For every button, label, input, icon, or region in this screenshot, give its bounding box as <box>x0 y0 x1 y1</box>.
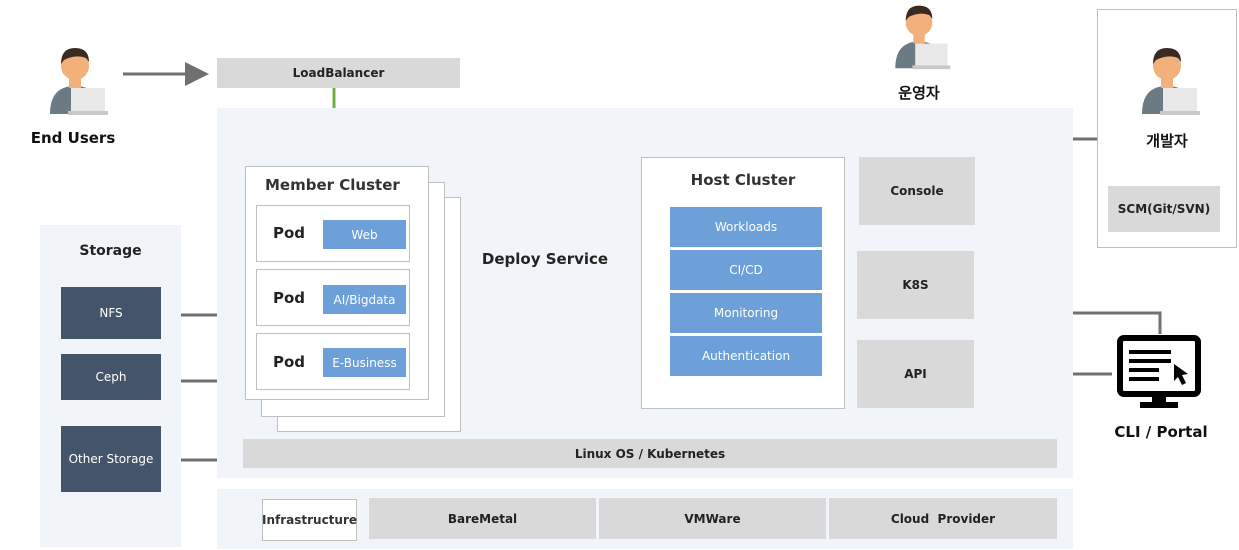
monitor-cursor-icon <box>1116 334 1202 412</box>
api-box: API <box>857 340 974 408</box>
pod-label: Pod <box>272 289 306 307</box>
pod-service-e-business: E-Business <box>323 348 406 377</box>
host-item-workloads: Workloads <box>670 207 822 247</box>
developer-label: 개발자 <box>1146 131 1188 150</box>
storage-ceph: Ceph <box>61 354 161 400</box>
storage-nfs: NFS <box>61 287 161 339</box>
infra-vmware: VMWare <box>599 498 826 539</box>
host-item-cicd: CI/CD <box>670 250 822 290</box>
infra-baremetal: BareMetal <box>369 498 596 539</box>
load-balancer: LoadBalancer <box>217 58 460 88</box>
operator-label: 운영자 <box>898 83 940 102</box>
host-item-authentication: Authentication <box>670 336 822 376</box>
console-box: Console <box>859 157 975 225</box>
member-cluster-title: Member Cluster <box>265 176 400 194</box>
infra-cloud-provider: Cloud Provider <box>829 498 1057 539</box>
cli-portal-label: CLI / Portal <box>1114 423 1208 441</box>
host-cluster-title: Host Cluster <box>690 171 796 189</box>
end-user-icon <box>42 42 108 118</box>
infrastructure-title: Infrastructure <box>262 499 357 541</box>
pod-label: Pod <box>272 353 306 371</box>
pod-service-ai-bigdata: AI/Bigdata <box>323 285 406 314</box>
os-layer: Linux OS / Kubernetes <box>243 439 1057 468</box>
storage-title: Storage <box>79 243 142 259</box>
storage-other: Other Storage <box>61 426 161 492</box>
k8s-box: K8S <box>857 251 974 319</box>
scm-box: SCM(Git/SVN) <box>1108 186 1220 232</box>
operator-icon <box>886 0 952 72</box>
developer-icon <box>1134 42 1200 118</box>
end-users-label: End Users <box>30 129 116 147</box>
pod-label: Pod <box>272 224 306 242</box>
pod-service-web: Web <box>323 220 406 249</box>
deploy-service-label: Deploy Service <box>481 250 609 268</box>
host-item-monitoring: Monitoring <box>670 293 822 333</box>
